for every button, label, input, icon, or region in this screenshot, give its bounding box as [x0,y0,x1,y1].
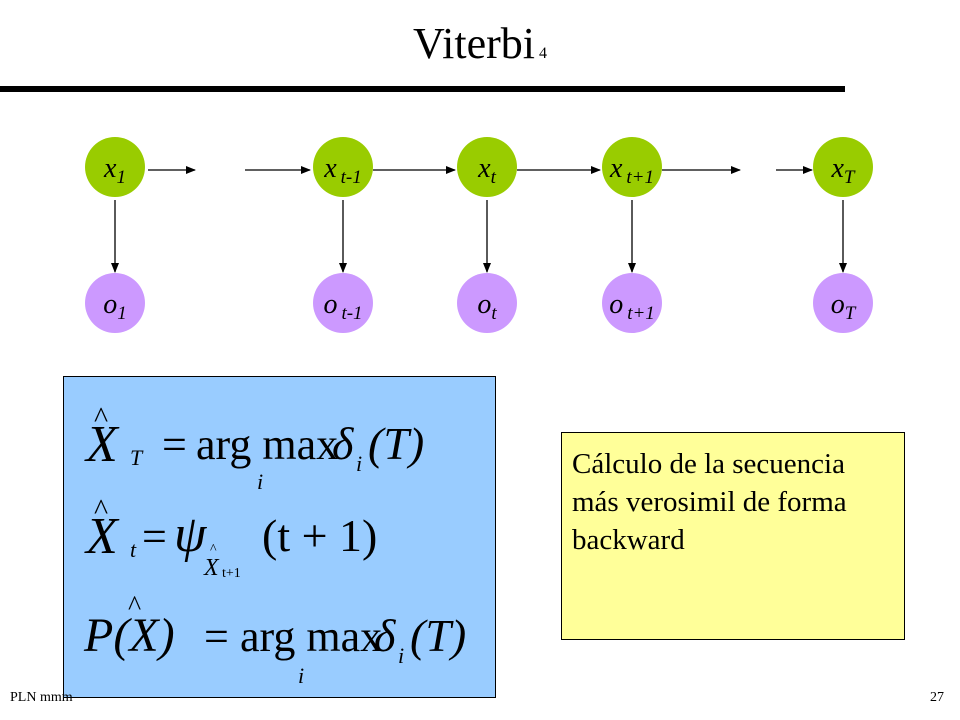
eq3-lhs: P(X) [83,609,175,662]
eq1-under: i [257,469,263,494]
observation-node-5-circle [813,273,873,333]
eq3-delta: δ [374,610,396,661]
note-box: Cálculo de la secuencia más verosimil de… [561,432,905,640]
equation-1: X ^ T = arg max δ i (T) i [84,401,424,494]
hidden-state-node-5: xT [813,137,873,197]
hidden-state-node-5-label: xT [830,153,855,188]
eq2-equals: = [142,512,167,561]
eq3-argmax: arg max [240,612,382,661]
title-underline [0,86,845,92]
hidden-state-node-3-circle [457,137,517,197]
observation-node-2-circle [313,273,373,333]
eq3-under: i [298,663,304,688]
observation-node-3-circle [457,273,517,333]
title-text: Viterbi [413,19,535,68]
eq1-delta-sub: i [356,451,362,476]
eq1-arg: (T) [368,418,424,469]
eq1-delta: δ [332,418,354,469]
observation-node-3-label: ot [477,289,497,324]
observation-node-5-label: oT [831,289,857,324]
formula-box: X ^ T = arg max δ i (T) i X ^ t = ψ ^ X … [63,376,496,698]
eq2-small-hat-icon: ^ [210,542,217,557]
hidden-state-node-3: xt [457,137,517,197]
observation-node-5: oT [813,273,873,333]
footer-left: PLN mmm [10,690,73,705]
hidden-state-node-1-circle [85,137,145,197]
title-index: 4 [539,45,547,62]
hidden-state-node-3-label: xt [477,153,496,188]
eq2-psi-sub-sub: t+1 [222,566,241,581]
equation-2: X ^ t = ψ ^ X t+1 (t + 1) [84,493,377,581]
observation-node-1: o1 [85,273,145,333]
eq1-lhs: X [84,416,120,473]
eq3-equals: = [204,612,229,661]
eq3-delta-sub: i [398,643,404,668]
observation-node-1-label: o1 [103,289,127,324]
eq1-equals: = [162,420,187,469]
hidden-state-node-2-circle [313,137,373,197]
eq2-psi-sub: X [203,555,220,581]
observation-node-1-circle [85,273,145,333]
eq2-hat-icon: ^ [94,493,108,526]
hidden-state-node-5-circle [813,137,873,197]
hidden-state-node-1: x1 [85,137,145,197]
eq2-lhs: X [84,508,120,565]
eq2-psi: ψ [174,506,208,563]
equation-3: P(X) ^ = arg max δ i (T) i [83,591,466,688]
observation-node-3: ot [457,273,517,333]
slide-number: 27 [930,690,944,705]
eq3-arg: (T) [410,610,466,661]
eq3-hat-icon: ^ [128,591,141,622]
eq1-argmax: arg max [196,420,338,469]
eq2-arg: (t + 1) [262,510,377,561]
hidden-state-node-4-circle [602,137,662,197]
eq2-lhs-sub: t [130,537,137,562]
observation-node-4-circle [602,273,662,333]
eq1-lhs-sub: T [130,445,144,470]
hidden-state-node-1-label: x1 [103,153,126,188]
eq1-hat-icon: ^ [94,401,108,434]
note-text: Cálculo de la secuencia más verosimil de… [572,448,847,556]
viterbi-equations: X ^ T = arg max δ i (T) i X ^ t = ψ ^ X … [83,401,466,688]
